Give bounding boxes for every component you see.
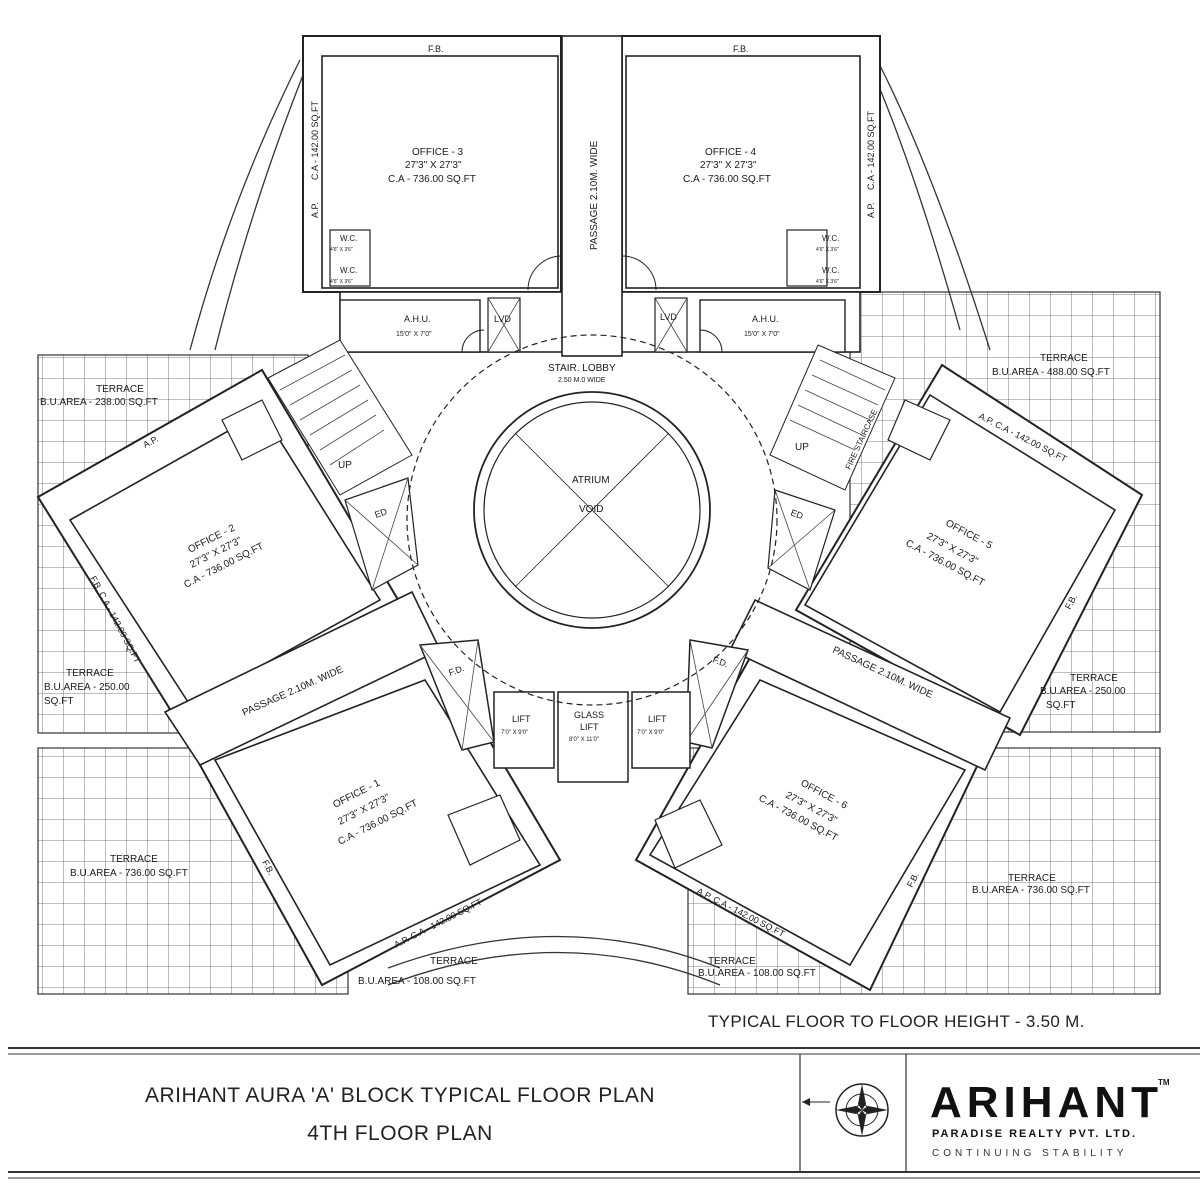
ed-ducts xyxy=(344,477,836,591)
terrace-label-small-left: TERRACE xyxy=(430,956,478,967)
lift-2 xyxy=(631,691,691,769)
ahu-label-left: A.H.U. xyxy=(404,314,431,324)
stair-left xyxy=(267,339,413,496)
office-4-size: 27'3" X 27'3" xyxy=(700,160,757,171)
terrace-area-mid-right: B.U.AREA - 250.00 xyxy=(1040,686,1126,697)
terrace-label-mid-left: TERRACE xyxy=(66,668,114,679)
terrace-area-top-left: B.U.AREA - 238.00 SQ.FT xyxy=(40,397,158,408)
stair-lobby-label: STAIR. LOBBY xyxy=(548,363,616,374)
up-label-left: UP xyxy=(338,460,352,471)
ahu-right xyxy=(699,299,846,353)
terrace-area-bottom-right: B.U.AREA - 736.00 SQ.FT xyxy=(972,885,1090,896)
facade-curves xyxy=(189,49,991,986)
ed-label-right: ED xyxy=(789,507,805,521)
up-label-right: UP xyxy=(795,442,809,453)
wc-size: 4'6" X 3'6" xyxy=(816,247,839,253)
compass-rose-icon xyxy=(802,1083,889,1137)
atrium-label: ATRIUM xyxy=(572,475,610,486)
fb-label-top-left: F.B. xyxy=(428,44,444,54)
floor-height-note: TYPICAL FLOOR TO FLOOR HEIGHT - 3.50 M. xyxy=(708,1012,1085,1031)
lift-1-size: 7'0" X 9'0" xyxy=(501,730,528,736)
glass-lift xyxy=(557,691,629,783)
terrace-area-top-right: B.U.AREA - 488.00 SQ.FT xyxy=(992,367,1110,378)
brand-tagline: CONTINUING STABILITY xyxy=(932,1148,1128,1159)
glass-lift-size: 8'0" X 11'0" xyxy=(569,737,599,743)
wc-label: W.C. xyxy=(340,234,357,243)
terrace-label-bottom-left: TERRACE xyxy=(110,854,158,865)
ahu-size-left: 15'0" X 7'0" xyxy=(396,331,432,338)
stair-right xyxy=(769,344,896,491)
lvd-label-left: LVD xyxy=(494,314,511,324)
title-block xyxy=(8,1047,1200,1179)
lift-2-size: 7'0" X 9'0" xyxy=(637,730,664,736)
glass-lift-label: GLASS xyxy=(574,710,604,720)
office-3-area: C.A - 736.00 SQ.FT xyxy=(388,174,476,185)
core xyxy=(339,35,861,357)
fb-label-top-right: F.B. xyxy=(733,44,749,54)
brand-company: PARADISE REALTY PVT. LTD. xyxy=(932,1128,1138,1140)
ahu-size-right: 15'0" X 7'0" xyxy=(744,331,780,338)
plan-title-line-1: ARIHANT AURA 'A' BLOCK TYPICAL FLOOR PLA… xyxy=(144,1084,656,1107)
office-3-size: 27'3" X 27'3" xyxy=(405,160,462,171)
lvd-label-right: LVD xyxy=(660,312,677,322)
terrace-label-bottom-right: TERRACE xyxy=(1008,873,1056,884)
ahu-label-right: A.H.U. xyxy=(752,314,779,324)
terrace-area-mid-right-unit: SQ.FT xyxy=(1046,700,1075,711)
void-label: VOID xyxy=(579,504,603,515)
terrace-area-mid-left-unit: SQ.FT xyxy=(44,696,73,707)
terrace-label-mid-right: TERRACE xyxy=(1070,673,1118,684)
office-3-name: OFFICE - 3 xyxy=(412,147,464,158)
wc-label: W.C. xyxy=(822,234,839,243)
lift-1-label: LIFT xyxy=(512,714,531,724)
passage-label-top: PASSAGE 2.10M. WIDE xyxy=(589,140,600,250)
brand-trademark: TM xyxy=(1158,1078,1170,1087)
atrium xyxy=(406,334,778,706)
terrace-area-small-right: B.U.AREA - 108.00 SQ.FT xyxy=(698,968,816,979)
ap-label-left: A.P. xyxy=(310,202,320,218)
terrace-area-mid-left: B.U.AREA - 250.00 xyxy=(44,682,130,693)
brand-logo-text: ARIHANT xyxy=(930,1078,1163,1127)
staircases xyxy=(267,339,896,496)
wc-label: W.C. xyxy=(340,266,357,275)
office-4-block xyxy=(621,35,881,293)
wc-blocks xyxy=(221,229,951,869)
ed-label-left: ED xyxy=(373,506,389,520)
terrace-label-top-left: TERRACE xyxy=(96,384,144,395)
office-5-block xyxy=(794,363,1144,737)
wc-label: W.C. xyxy=(822,266,839,275)
lift-core xyxy=(418,639,750,783)
ca-label-right: C.A - 142.00 SQ.FT xyxy=(866,110,876,190)
office-4-name: OFFICE - 4 xyxy=(705,147,757,158)
ap-label-right: A.P. xyxy=(866,202,876,218)
terrace-area-bottom-left: B.U.AREA - 736.00 SQ.FT xyxy=(70,868,188,879)
stair-lobby-width: 2.50 M.0 WIDE xyxy=(558,377,606,384)
ahu-left xyxy=(339,299,481,353)
office-inner-walls xyxy=(68,55,1117,967)
office-4-area: C.A - 736.00 SQ.FT xyxy=(683,174,771,185)
terrace-label-small-right: TERRACE xyxy=(708,956,756,967)
glass-lift-sub: LIFT xyxy=(580,722,599,732)
lift-2-label: LIFT xyxy=(648,714,667,724)
wc-size: 4'6" X 3'6" xyxy=(330,279,353,285)
wc-size: 4'6" X 3'6" xyxy=(816,279,839,285)
terrace-area-small-left: B.U.AREA - 108.00 SQ.FT xyxy=(358,976,476,987)
office-blocks xyxy=(36,35,1144,992)
terrace-label-top-right: TERRACE xyxy=(1040,353,1088,364)
ca-label-left: C.A - 142.00 SQ.FT xyxy=(310,100,320,180)
wc-size: 4'6" X 3'6" xyxy=(330,247,353,253)
plan-title-line-2: 4TH FLOOR PLAN xyxy=(307,1122,493,1145)
